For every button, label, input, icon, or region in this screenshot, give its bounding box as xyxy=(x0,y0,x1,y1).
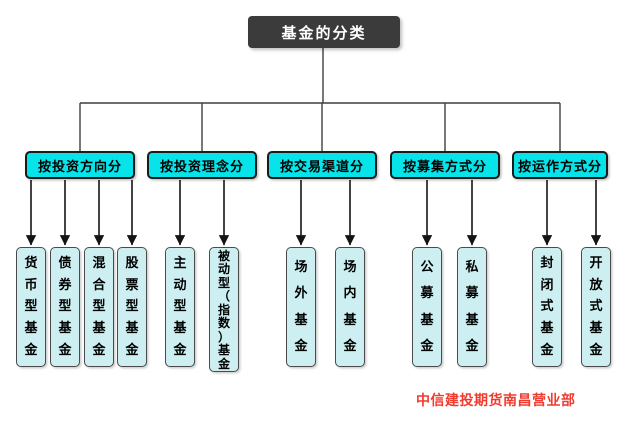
watermark-text: 中信建投期货南昌营业部 xyxy=(416,393,576,409)
leaf-node-open-end-fund: 开放式基金 xyxy=(581,247,611,367)
leaf-node-public-offering-fund: 公募基金 xyxy=(412,247,442,367)
leaf-node-active-fund: 主动型基金 xyxy=(165,247,195,367)
category-node-by-fundraising-method: 按募集方式分 xyxy=(390,151,500,179)
leaf-node-bond-fund: 债券型基金 xyxy=(50,247,80,367)
leaf-node-hybrid-fund: 混合型基金 xyxy=(84,247,114,367)
leaf-node-private-offering-fund: 私募基金 xyxy=(457,247,487,367)
leaf-node-exchange-traded-fund: 场内基金 xyxy=(335,247,365,367)
leaf-node-monetary-fund: 货币型基金 xyxy=(16,247,46,367)
category-node-by-trading-channel: 按交易渠道分 xyxy=(267,151,377,179)
category-node-by-investment-direction: 按投资方向分 xyxy=(25,151,135,179)
leaf-node-passive-index-fund: 被动型（指数）基金 xyxy=(209,247,239,372)
category-to-leaf-arrows xyxy=(25,180,602,246)
category-node-by-investment-philosophy: 按投资理念分 xyxy=(147,151,257,179)
leaf-node-equity-fund: 股票型基金 xyxy=(117,247,147,367)
root-node-fund-classification: 基金的分类 xyxy=(248,16,400,48)
category-node-by-operation-mode: 按运作方式分 xyxy=(512,151,608,179)
leaf-node-otc-fund: 场外基金 xyxy=(286,247,316,367)
tree-elbow-connector xyxy=(79,48,561,151)
leaf-node-closed-end-fund: 封闭式基金 xyxy=(532,247,562,367)
